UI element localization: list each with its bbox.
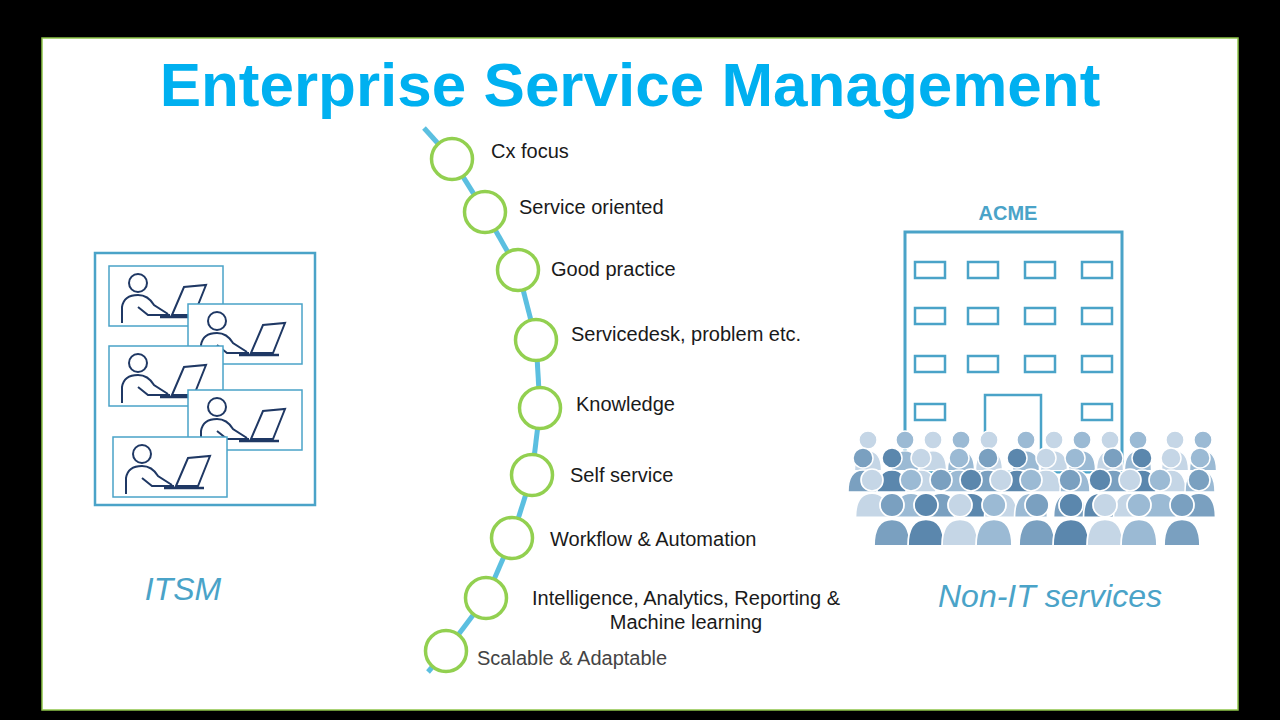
person-icon — [908, 493, 944, 546]
person-icon — [1121, 493, 1157, 546]
person-icon — [942, 493, 978, 546]
circle-shape — [492, 518, 533, 559]
circle-outline — [509, 452, 555, 498]
milestone-circle: Scalable & Adaptable — [423, 628, 469, 674]
milestone-label: Cx focus — [491, 139, 569, 163]
milestone-label: Good practice — [551, 257, 676, 281]
person-icon — [1164, 493, 1200, 546]
group-label: Non-IT services — [938, 579, 1162, 614]
timeline-connector — [534, 429, 537, 454]
person-icon — [948, 431, 975, 471]
milestone-circle: Intelligence, Analytics, Reporting & Mac… — [463, 575, 509, 621]
milestone-circle: Workflow & Automation — [489, 515, 535, 561]
timeline-connector — [495, 230, 507, 251]
timeline-connector — [494, 557, 503, 578]
person-icon — [1097, 431, 1124, 471]
milestone-circle: Cx focus — [429, 136, 475, 182]
person-icon — [976, 431, 1003, 471]
milestone-label: Intelligence, Analytics, Reporting & Mac… — [516, 586, 856, 634]
person-icon — [1054, 469, 1087, 517]
milestone-circle: Good practice — [495, 247, 541, 293]
circle-outline — [513, 317, 559, 363]
worker-icon — [113, 437, 227, 497]
person-icon — [1125, 431, 1152, 471]
timeline-connector — [537, 361, 539, 387]
person-icon — [1060, 448, 1090, 492]
timeline-connector — [459, 615, 474, 634]
acme-building — [905, 232, 1122, 472]
circle-outline — [463, 575, 509, 621]
itsm-frame — [95, 253, 315, 505]
circle-shape — [516, 320, 557, 361]
milestone-circle: Service oriented — [462, 189, 508, 235]
person-icon — [1162, 431, 1189, 471]
building-sign: ACME — [979, 202, 1038, 224]
milestone-label: Scalable & Adaptable — [477, 646, 667, 670]
circle-shape — [466, 578, 507, 619]
circle-outline — [462, 189, 508, 235]
crowd-illustration — [848, 431, 1217, 546]
timeline-connector — [523, 290, 531, 319]
milestone-label: Self service — [570, 463, 673, 487]
circle-shape — [520, 388, 561, 429]
milestone-circle: Self service — [509, 452, 555, 498]
person-icon — [1084, 469, 1117, 517]
circle-shape — [432, 139, 473, 180]
circle-outline — [517, 385, 563, 431]
milestone-circle: Knowledge — [517, 385, 563, 431]
circle-shape — [512, 455, 553, 496]
person-icon — [976, 493, 1012, 546]
circle-outline — [489, 515, 535, 561]
timeline-connector — [518, 495, 525, 518]
slide-title: Enterprise Service Management — [0, 54, 1260, 116]
milestone-label: Knowledge — [576, 392, 675, 416]
circle-outline — [423, 628, 469, 674]
circle-shape — [465, 192, 506, 233]
slide-background — [42, 38, 1238, 710]
milestone-label: Workflow & Automation — [550, 527, 756, 551]
timeline-connector — [463, 177, 474, 194]
person-icon — [1185, 448, 1215, 492]
circle-shape — [426, 631, 467, 672]
circle-outline — [495, 247, 541, 293]
person-icon — [1190, 431, 1217, 471]
circle-shape — [498, 250, 539, 291]
group-label: ITSM — [145, 572, 221, 607]
person-icon — [874, 493, 910, 546]
person-icon — [1019, 493, 1055, 546]
milestone-label: Service oriented — [519, 195, 664, 219]
person-icon — [1087, 493, 1123, 546]
milestone-circle: Servicedesk, problem etc. — [513, 317, 559, 363]
milestone-label: Servicedesk, problem etc. — [571, 322, 801, 346]
circle-outline — [429, 136, 475, 182]
person-icon — [1053, 493, 1089, 546]
